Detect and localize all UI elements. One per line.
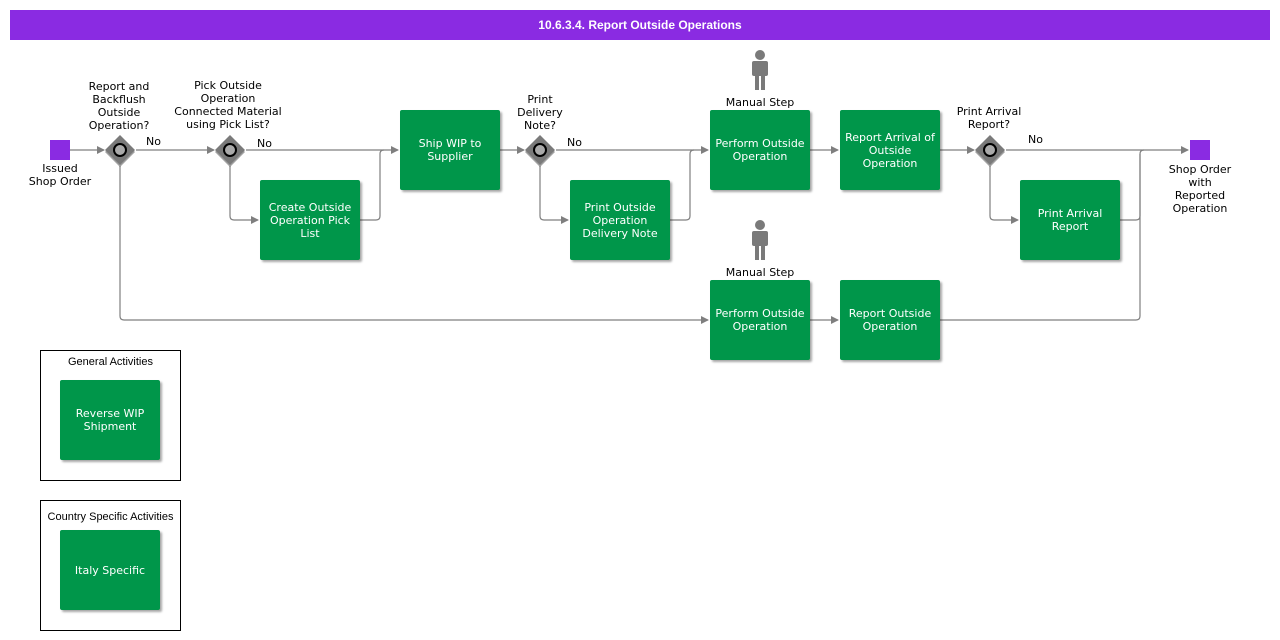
start-event: [50, 140, 70, 160]
group-title: General Activities: [68, 356, 153, 368]
edge-label-no: No: [567, 136, 582, 149]
task-report-outside-operation[interactable]: Report Outside Operation: [840, 280, 940, 360]
connector: [119, 166, 709, 324]
group-general-activities: General Activities: [40, 350, 181, 481]
task-report-arrival-of-outside-operation[interactable]: Report Arrival of Outside Operation: [840, 110, 940, 190]
manual-step-label: Manual Step: [725, 96, 795, 109]
end-event-label: Shop Order with Reported Operation: [1168, 163, 1232, 215]
gateway-report-backflush: [105, 135, 135, 167]
person-icon: [752, 50, 768, 90]
group-country-specific-activities: Country Specific Activities: [40, 500, 181, 631]
start-event-label: Issued Shop Order: [28, 162, 92, 188]
edge-label-no: No: [1028, 133, 1043, 146]
connector: [989, 166, 1019, 224]
gateway-label-report-backflush: Report and Backflush Outside Operation?: [88, 80, 150, 132]
task-perform-outside-operation[interactable]: Perform Outside Operation: [710, 110, 810, 190]
gateway-label-print-delivery: Print Delivery Note?: [517, 93, 563, 132]
gateway-label-print-arrival: Print Arrival Report?: [956, 105, 1022, 131]
task-print-arrival-report[interactable]: Print Arrival Report: [1020, 180, 1120, 260]
edge-label-no: No: [146, 135, 161, 148]
task-ship-wip-to-supplier[interactable]: Ship WIP to Supplier: [400, 110, 500, 190]
group-title: Country Specific Activities: [47, 511, 174, 523]
diagram-title: 10.6.3.4. Report Outside Operations: [10, 10, 1270, 40]
gateway-print-delivery: [525, 135, 555, 167]
task-print-outside-operation-delivery-note[interactable]: Print Outside Operation Delivery Note: [570, 180, 670, 260]
end-event: [1190, 140, 1210, 160]
connector: [229, 166, 259, 224]
manual-step-label: Manual Step: [725, 266, 795, 279]
gateway-pick-list: [215, 135, 245, 167]
connector: [670, 149, 695, 221]
gateway-print-arrival: [975, 135, 1005, 167]
person-icon: [752, 220, 768, 260]
connector: [539, 166, 569, 224]
task-perform-outside-operation-lower[interactable]: Perform Outside Operation: [710, 280, 810, 360]
task-create-outside-operation-pick-list[interactable]: Create Outside Operation Pick List: [260, 180, 360, 260]
task-reverse-wip-shipment[interactable]: Reverse WIP Shipment: [60, 380, 160, 460]
edge-label-no: No: [257, 137, 272, 150]
gateway-label-pick-list: Pick Outside Operation Connected Materia…: [174, 79, 282, 131]
connector: [360, 149, 385, 221]
task-italy-specific[interactable]: Italy Specific: [60, 530, 160, 610]
connector: [940, 154, 1141, 321]
